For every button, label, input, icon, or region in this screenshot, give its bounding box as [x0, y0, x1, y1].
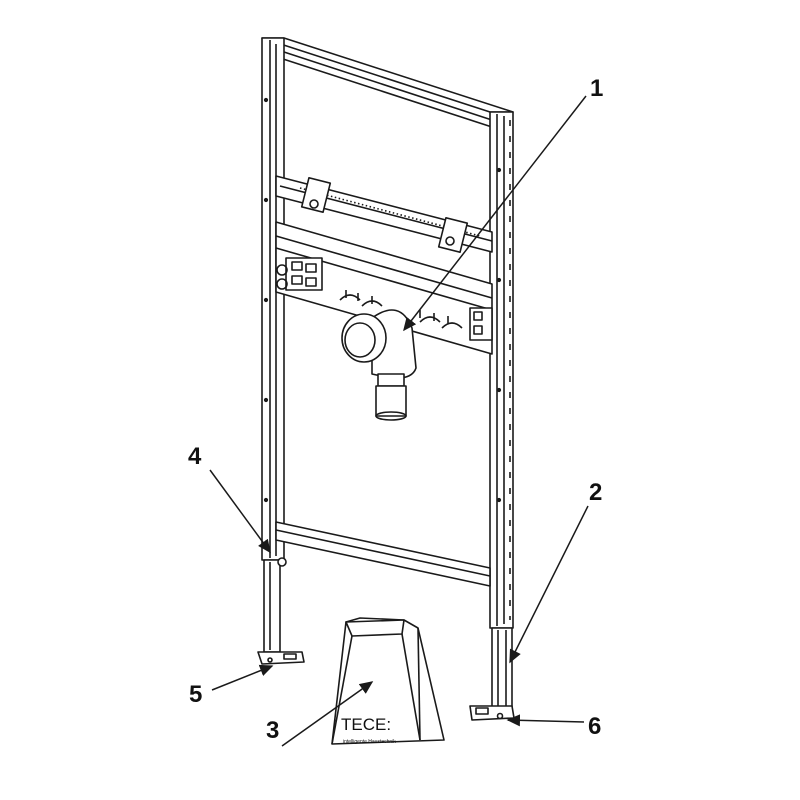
upper-rail: [275, 175, 493, 254]
drain-elbow: [341, 309, 417, 421]
right-upright: [489, 111, 514, 629]
leader-line-6: [506, 714, 585, 727]
callout-3: 3: [266, 717, 279, 744]
bag-tagline: intelligente Haustechnik: [343, 739, 396, 745]
callout-1: 1: [590, 75, 603, 102]
bag-brand-logo: TECE:: [341, 715, 391, 734]
leader-line-5: [211, 664, 274, 691]
mounting-plate: [275, 221, 493, 355]
leader-line-2: [509, 505, 589, 664]
top-crossbar: [261, 37, 514, 129]
right-foot: [469, 705, 515, 721]
right-leg: [491, 627, 513, 711]
left-leg: [263, 557, 287, 653]
callout-4: 4: [188, 443, 202, 470]
callout-2: 2: [589, 479, 602, 506]
accessory-bag: [331, 617, 445, 745]
leader-line-3: [281, 681, 374, 747]
left-foot: [257, 651, 305, 665]
callout-5: 5: [189, 681, 202, 708]
left-upright: [261, 37, 285, 561]
leader-line-4: [209, 469, 271, 554]
leader-line-1: [403, 95, 587, 332]
callout-6: 6: [588, 713, 601, 740]
lower-crossbar: [275, 521, 491, 587]
